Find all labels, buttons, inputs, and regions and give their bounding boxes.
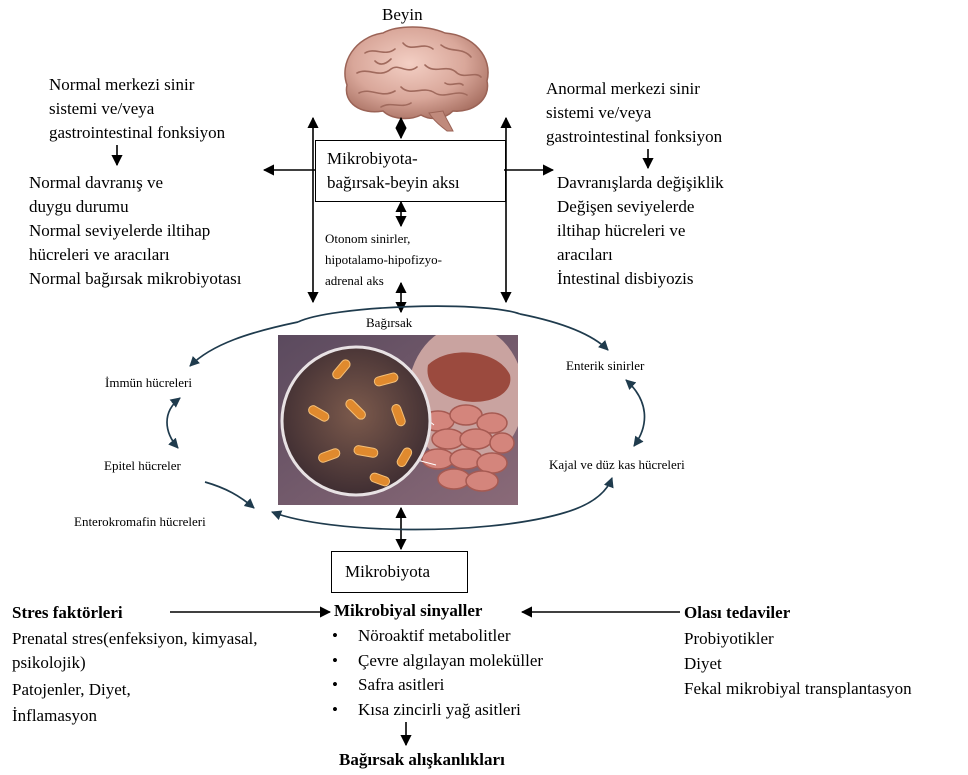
immune-epithel-arrow	[167, 398, 180, 448]
enteric-kajal-arrow	[626, 380, 644, 446]
top-right-cycle-arc	[520, 314, 608, 350]
bottom-cycle-arc	[272, 478, 612, 530]
top-cycle-arc	[190, 322, 298, 366]
epithel-entero-arrow	[205, 482, 254, 508]
